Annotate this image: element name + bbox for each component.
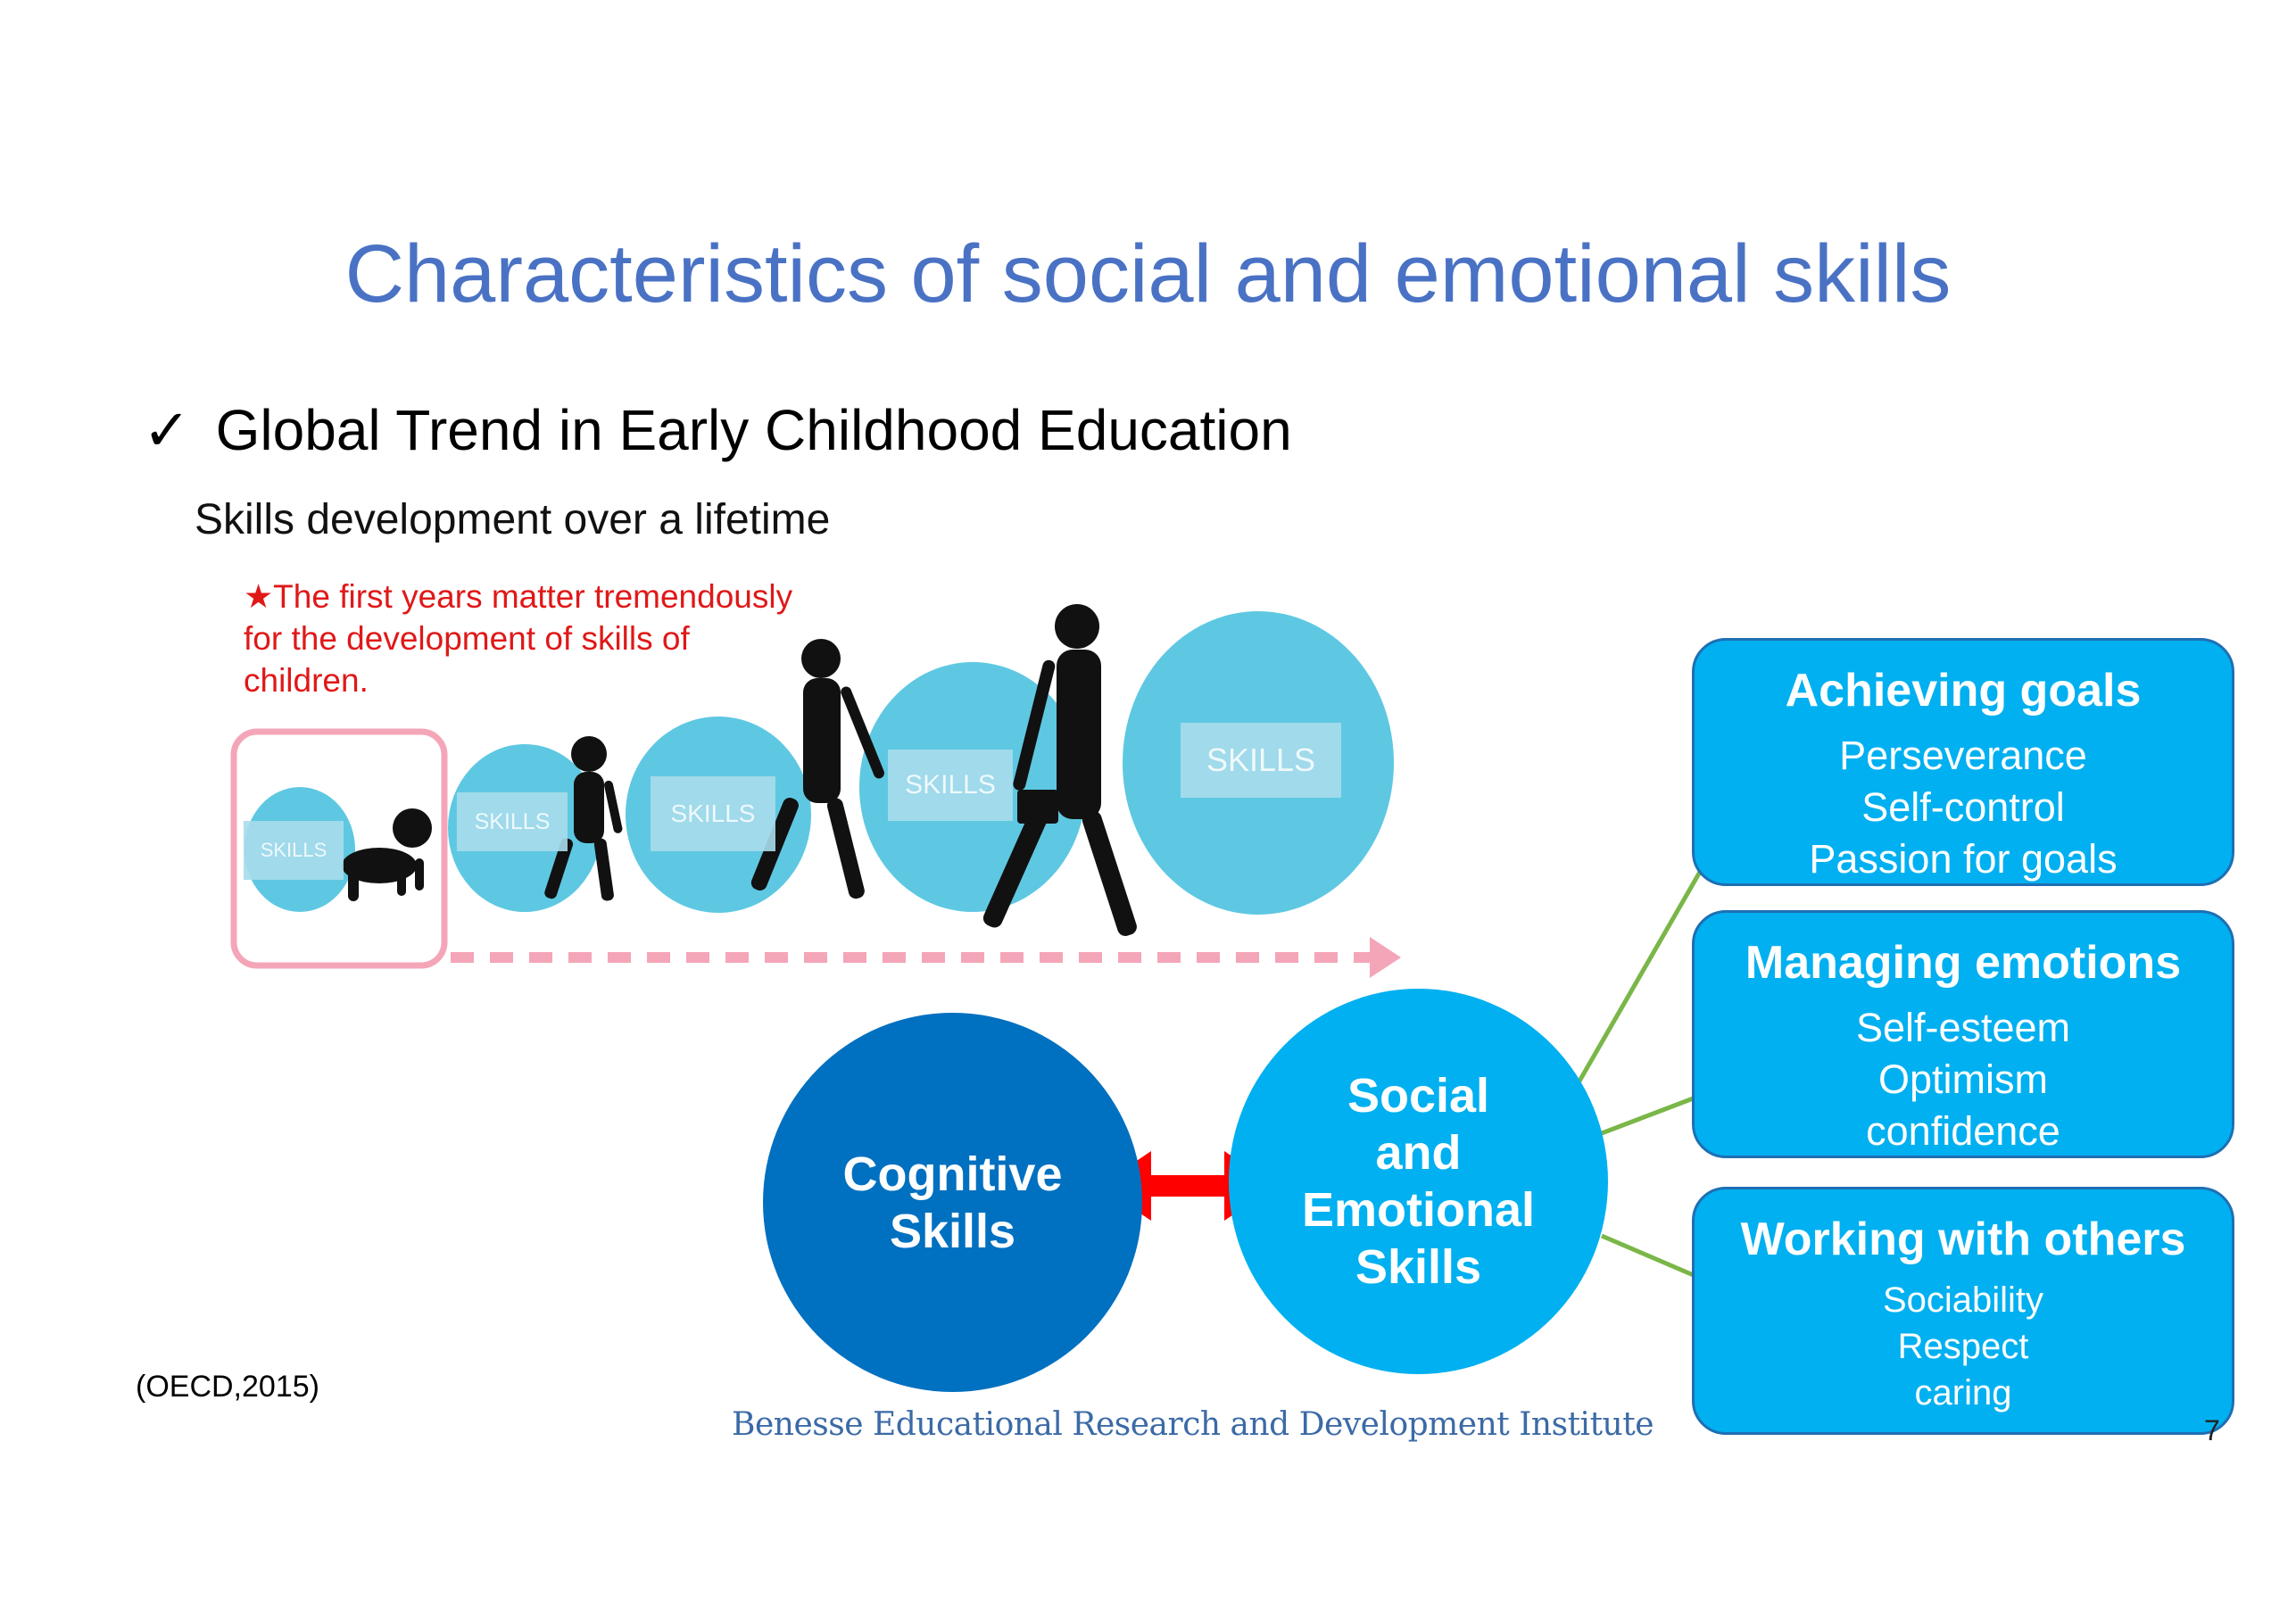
social-line-1: Social <box>1302 1067 1535 1124</box>
box-item: Respect <box>1695 1323 2232 1370</box>
page-number: 7 <box>2204 1414 2220 1447</box>
managing-emotions-box: Managing emotions Self-esteem Optimism c… <box>1692 910 2234 1158</box>
connector-working <box>1602 1236 1695 1276</box>
footer-institute: Benesse Educational Research and Develop… <box>732 1406 1654 1443</box>
source-citation: (OECD,2015) <box>136 1370 319 1404</box>
box-title: Managing emotions <box>1695 936 2232 990</box>
box-item: confidence <box>1695 1106 2232 1157</box>
box-item: Perseverance <box>1695 730 2232 782</box>
working-with-others-box: Working with others Sociability Respect … <box>1692 1187 2234 1435</box>
box-item: Optimism <box>1695 1054 2232 1106</box>
achieving-goals-box: Achieving goals Perseverance Self-contro… <box>1692 638 2234 886</box>
social-line-4: Skills <box>1302 1239 1535 1296</box>
social-line-2: and <box>1302 1124 1535 1181</box>
social-line-3: Emotional <box>1302 1181 1535 1239</box>
connector-managing <box>1602 1098 1695 1133</box>
box-item: Self-esteem <box>1695 1002 2232 1054</box>
box-title: Achieving goals <box>1695 664 2232 717</box>
cognitive-line-1: Cognitive <box>842 1146 1062 1203</box>
box-item: caring <box>1695 1370 2232 1416</box>
connector-achieving <box>1578 861 1706 1084</box>
cognitive-skills-circle: Cognitive Skills <box>763 1013 1142 1392</box>
box-item: Self-control <box>1695 782 2232 833</box>
social-emotional-circle: Social and Emotional Skills <box>1229 989 1608 1374</box>
cognitive-line-2: Skills <box>842 1203 1062 1260</box>
box-item: Passion for goals <box>1695 833 2232 885</box>
box-item: Sociability <box>1695 1277 2232 1323</box>
box-title: Working with others <box>1695 1213 2232 1266</box>
